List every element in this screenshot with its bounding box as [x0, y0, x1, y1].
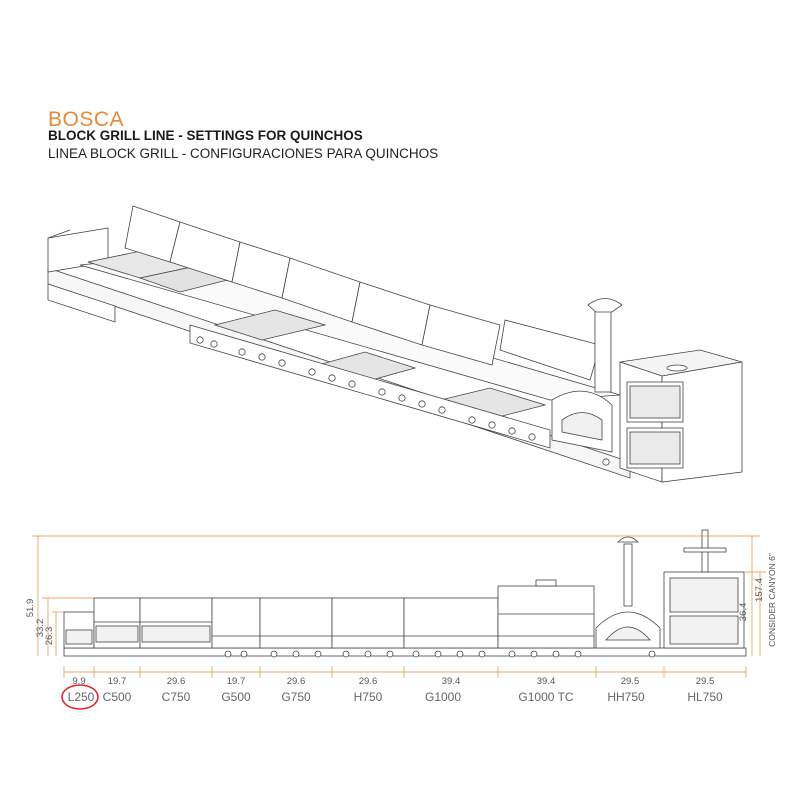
iso-knobs	[196, 336, 610, 466]
width-label: 19.7	[108, 676, 127, 687]
height-labels: 51.9 33.2 26.3 157.4 36.4 CONSIDER CANYO…	[25, 553, 777, 647]
model-label-g500: G500	[221, 690, 251, 704]
model-label-g1000: G1000	[424, 690, 462, 704]
width-label: 39.4	[442, 676, 461, 687]
dimension-lines	[32, 535, 766, 678]
elev-unit-g1000	[403, 597, 499, 649]
iso-base-front	[47, 283, 116, 323]
width-label: 29.6	[359, 676, 378, 687]
elev-unit-g1000tc	[497, 585, 595, 649]
width-label: 29.6	[287, 676, 306, 687]
height-total-label: 51.9	[25, 599, 36, 618]
width-label: 39.4	[537, 676, 556, 687]
width-label: 29.5	[696, 676, 715, 687]
elev-unit-h750	[331, 597, 405, 649]
elev-chimney	[623, 543, 633, 607]
isometric-grill-line	[47, 205, 743, 483]
width-label: 9.9	[72, 676, 85, 687]
subtitle-spanish: LINEA BLOCK GRILL - CONFIGURACIONES PARA…	[48, 146, 439, 161]
canyon-note: CONSIDER CANYON 6"	[767, 553, 777, 647]
elevation-knobs	[224, 650, 656, 658]
model-label-c750: C750	[161, 690, 191, 704]
width-label: 29.5	[621, 676, 640, 687]
height-low-label: 26.3	[44, 627, 55, 646]
width-label: 19.7	[227, 676, 246, 687]
model-label-g1000tc: G1000 TC	[518, 690, 574, 704]
height-mid-label: 33.2	[35, 619, 46, 638]
brand-title: BOSCA	[48, 108, 125, 131]
subtitle-english: BLOCK GRILL LINE - SETTINGS FOR QUINCHOS	[48, 128, 363, 143]
elev-unit-g500	[211, 597, 261, 649]
model-label-g750: G750	[281, 690, 311, 704]
iso-chimney	[594, 309, 612, 393]
highlight-circle	[61, 684, 99, 710]
model-label-l250: L250	[67, 690, 95, 704]
height-right-tall-label: 157.4	[754, 578, 765, 602]
model-label-hl750: HL750	[687, 690, 723, 704]
width-labels: 9.9 19.7 29.6 19.7 29.6 29.6 39.4 39.4 2…	[72, 676, 714, 687]
front-elevation	[63, 529, 747, 657]
iso-lid-6	[421, 304, 501, 366]
model-label-hh750: HH750	[607, 690, 645, 704]
height-right-mid-label: 36.4	[738, 603, 749, 622]
elev-unit-g750	[259, 597, 333, 649]
iso-front-panel	[189, 324, 551, 449]
model-label-h750: H750	[353, 690, 383, 704]
model-label-c500: C500	[102, 690, 132, 704]
elev-base	[63, 647, 747, 657]
width-label: 29.6	[167, 676, 186, 687]
iso-grate-3	[213, 309, 327, 341]
